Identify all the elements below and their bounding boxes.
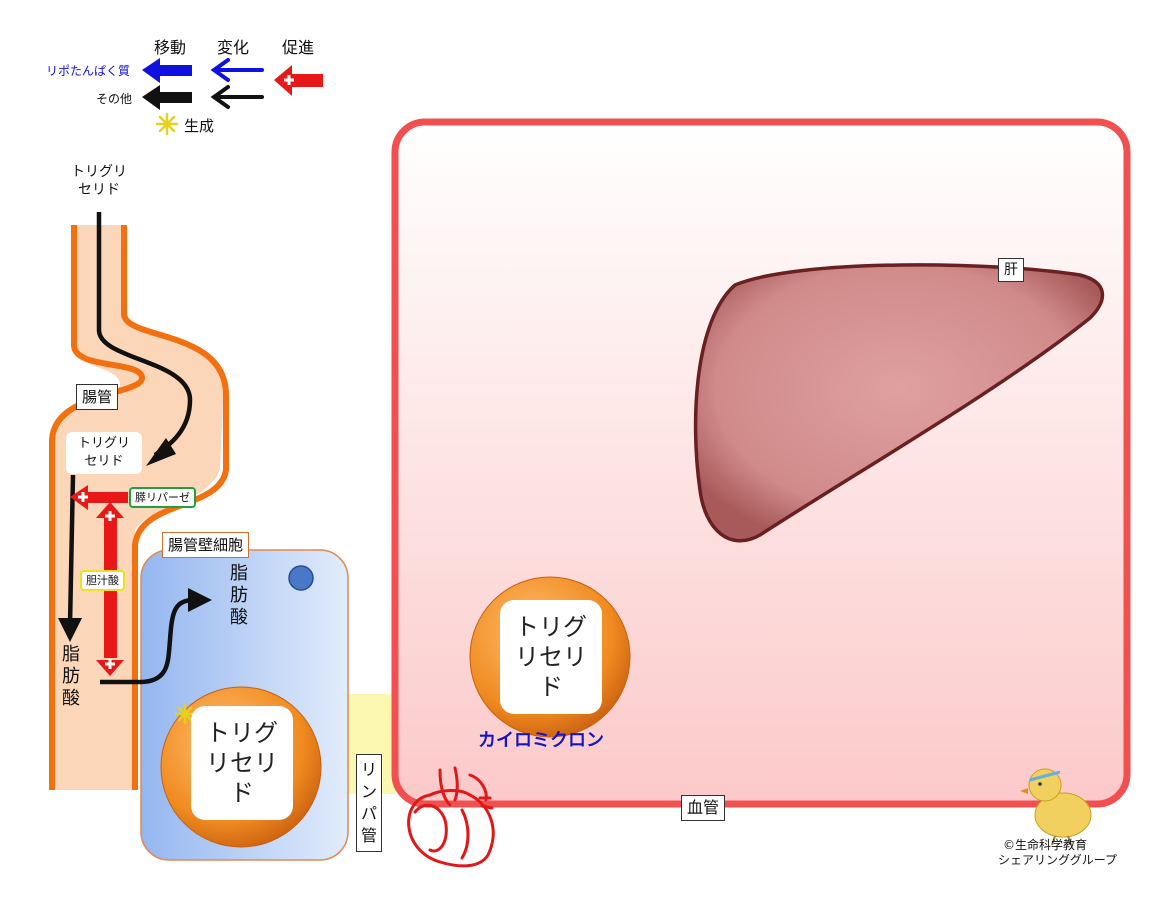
intestine-label: 腸管: [76, 384, 119, 410]
blood-vessel-label: 血管: [681, 795, 726, 821]
nucleus-dot-icon: [288, 565, 314, 591]
legend-header-promote: 促進: [282, 38, 315, 57]
epithelial-cell-label: 腸管壁細胞: [162, 532, 250, 558]
legend-row-lipoprotein: リポたんぱく質: [46, 64, 131, 78]
legend-other-change-arrow: [210, 85, 264, 109]
fatty-acid-lumen-label: 脂 肪 酸: [62, 644, 80, 709]
tg-input-label: トリグリ セリド: [71, 164, 127, 198]
credit-line-2: シェアリンググループ: [998, 853, 1118, 867]
legend-generate-icon: [155, 112, 179, 136]
bile-acid-label: 胆汁酸: [80, 570, 125, 591]
legend-promote-arrow: [274, 65, 323, 96]
legend-lipoprotein-change-arrow: [210, 58, 264, 82]
pancreatic-lipase-label: 膵リパーゼ: [129, 487, 196, 508]
liver-shape: [693, 263, 1105, 543]
intestine-wall-left: [49, 225, 146, 790]
legend-generate-label: 生成: [184, 117, 215, 135]
chick-mascot-icon: [1020, 768, 1092, 846]
cell-tg-label: トリグ リセリ ド: [191, 706, 293, 820]
blood-tg-label: トリグ リセリ ド: [500, 600, 602, 714]
intestine-wall-right: [121, 225, 229, 790]
fatty-acid-cell-label: 脂 肪 酸: [230, 563, 248, 628]
legend-header-move: 移動: [154, 38, 187, 57]
flow-arrow-tg-to-fatty-acid-head: [58, 618, 82, 642]
generate-spark-icon: [174, 703, 196, 725]
flow-arrow-fatty-acid-into-cell: [100, 597, 196, 685]
credit-line-1: ©生命科学教育: [1003, 838, 1088, 852]
liver-label: 肝: [998, 258, 1024, 282]
flow-arrow-tg-into-lumen-head: [146, 438, 176, 466]
lymph-duct-label: リ ン パ 管: [356, 754, 383, 852]
flow-arrow-tg-to-fatty-acid: [67, 474, 76, 626]
flow-arrow-tg-into-lumen: [96, 212, 193, 457]
tg-lumen-label: トリグリ セリド: [66, 432, 142, 474]
chylomicron-label: カイロミクロン: [478, 730, 604, 751]
heart-icon: [407, 766, 495, 868]
lipase-promote-arrow: [70, 485, 128, 510]
legend-header-change: 変化: [217, 38, 250, 57]
legend-other-move-arrow: [142, 85, 192, 110]
legend-row-other: その他: [96, 92, 133, 106]
legend-lipoprotein-move-arrow: [142, 58, 192, 83]
flow-arrow-fatty-acid-into-cell-head: [188, 588, 212, 612]
